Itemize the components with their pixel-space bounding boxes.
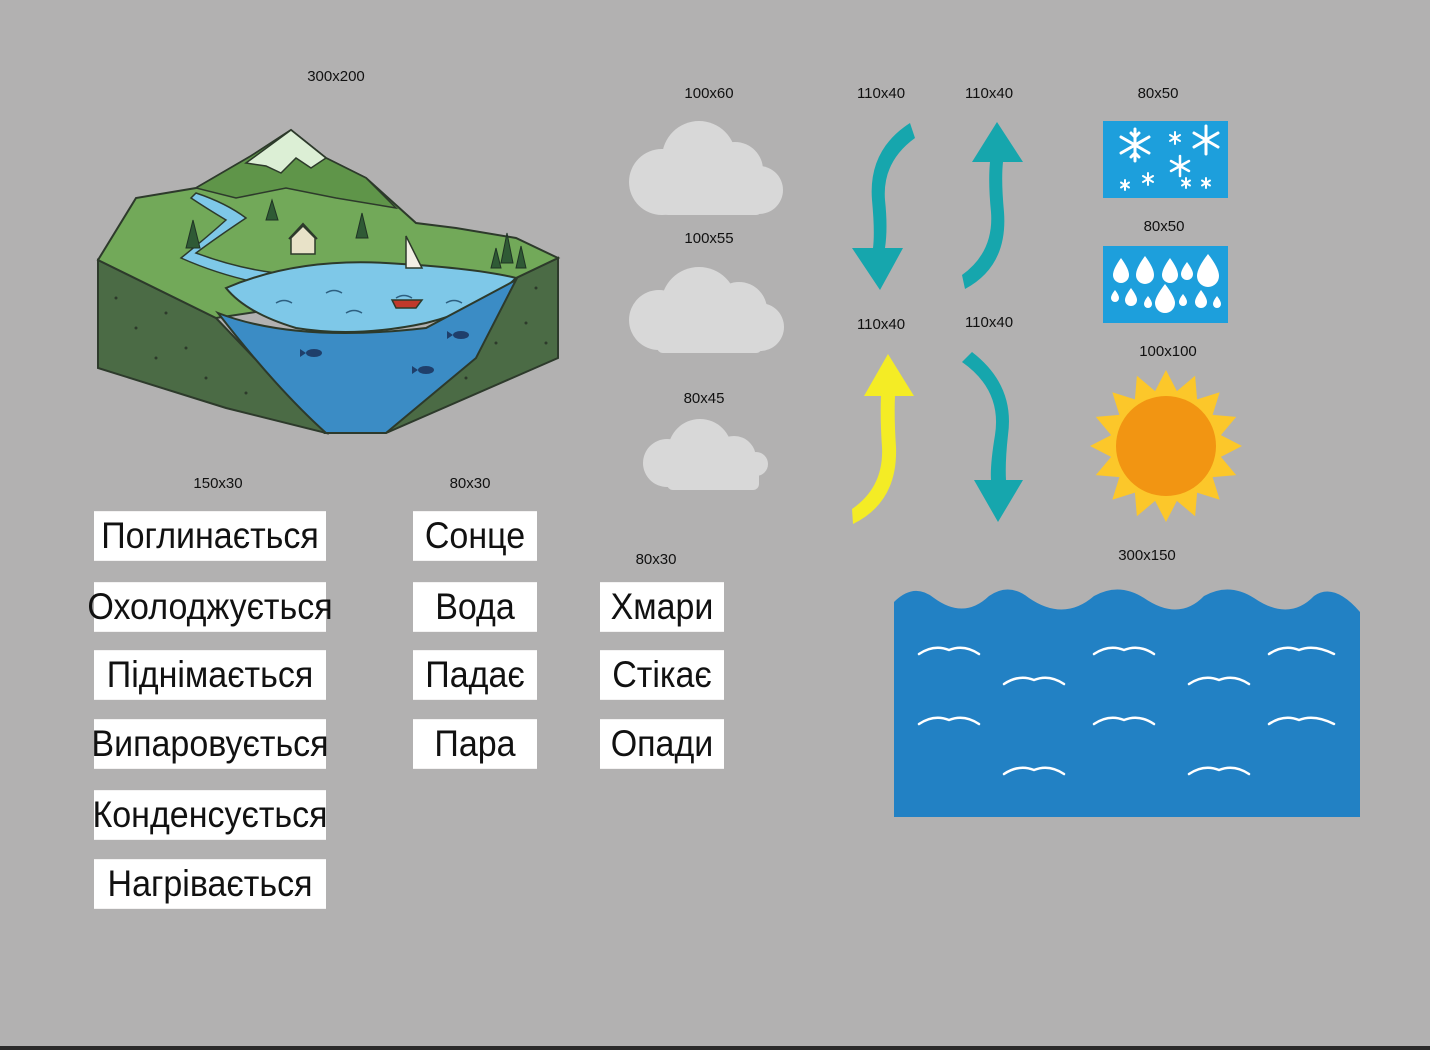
bottom-border [0,1046,1430,1050]
size-label-rain: 80x50 [1143,218,1185,235]
size-label-arrow-down-bottom: 110x40 [964,314,1014,331]
card-condenses[interactable]: Конденсується [92,790,328,840]
arrow-up-top[interactable] [960,120,1026,292]
size-label-water: 300x150 [1118,547,1176,564]
size-label-snow: 80x50 [1137,85,1179,102]
card-sun[interactable]: Сонце [413,511,537,561]
arrow-down-top[interactable] [850,120,916,292]
size-label-col1: 150x30 [193,475,243,492]
arrow-down-bottom[interactable] [960,350,1026,524]
cloud-icon [629,121,783,215]
card-clouds[interactable]: Хмари [600,582,724,632]
card-rises[interactable]: Піднімається [94,650,326,700]
arrow-up-bottom[interactable] [850,352,916,526]
curved-arrow-icon [962,352,1023,522]
card-flows[interactable]: Стікає [600,650,724,700]
snowflake-icon [1119,124,1220,191]
sun-icon[interactable] [1088,368,1244,524]
size-label-col2: 80x30 [449,475,491,492]
cloud-icon-medium[interactable] [627,265,785,353]
card-cools[interactable]: Охолоджується [87,582,333,632]
curved-arrow-icon [852,123,915,290]
rain-card[interactable] [1103,246,1228,323]
size-label-arrow-up-top: 110x40 [964,85,1014,102]
card-heats[interactable]: Нагрівається [94,859,326,909]
size-label-sun: 100x100 [1139,343,1197,360]
size-label-cloud-large: 100x60 [684,85,734,102]
cloud-icon [629,267,784,353]
size-label-landscape: 300x200 [307,68,365,85]
cloud-icon-small[interactable] [642,418,770,490]
card-precipitation[interactable]: Опади [600,719,724,769]
size-label-cloud-medium: 100x55 [684,230,734,247]
card-absorbed[interactable]: Поглинається [94,511,326,561]
curved-arrow-icon [962,122,1023,289]
landscape-illustration[interactable] [96,128,562,438]
cloud-icon-large[interactable] [627,120,785,215]
card-steam[interactable]: Пара [413,719,537,769]
size-label-arrow-up-bottom: 110x40 [856,316,906,333]
curved-arrow-icon [852,354,914,524]
water-waves-icon[interactable] [894,582,1360,817]
card-evaporates[interactable]: Випаровується [91,719,329,769]
snow-card[interactable] [1103,121,1228,198]
raindrop-icon [1111,254,1221,313]
size-label-arrow-down-top: 110x40 [856,85,906,102]
size-label-col3: 80x30 [635,551,677,568]
size-label-cloud-small: 80x45 [683,390,725,407]
cloud-icon [643,419,768,490]
card-falls[interactable]: Падає [413,650,537,700]
card-water[interactable]: Вода [413,582,537,632]
